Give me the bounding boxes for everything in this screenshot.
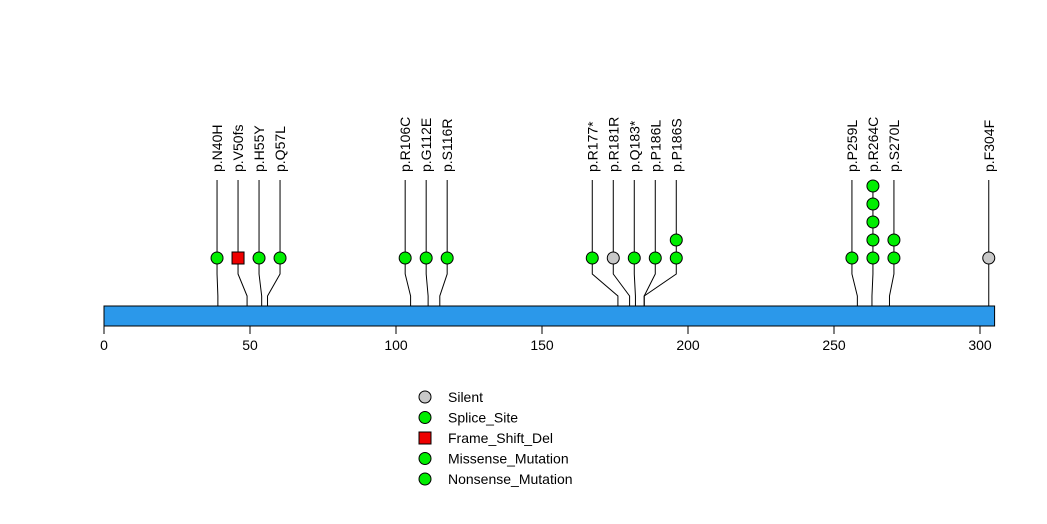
mutation-stem: [643, 180, 677, 326]
mutation-label: p.F304F: [981, 120, 997, 172]
mutation-label: p.V50fs: [230, 125, 246, 172]
x-tick-label: 0: [100, 337, 108, 353]
mutation-label: p.P186L: [647, 120, 663, 172]
mutation-marker[interactable]: [866, 215, 880, 229]
mutation-label: p.Q57L: [272, 126, 288, 172]
mutation-marker[interactable]: [866, 197, 880, 211]
mutation-marker[interactable]: [252, 251, 266, 265]
legend-symbol: [418, 431, 432, 445]
mutation-marker[interactable]: [648, 251, 662, 265]
legend-label: Frame_Shift_Del: [448, 430, 553, 446]
legend-symbol: [418, 452, 432, 465]
legend-label: Missense_Mutation: [448, 451, 569, 467]
x-tick-label: 100: [384, 337, 408, 353]
mutation-labels-layer: p.N40H p.V50fs p.H55Y p.Q57L p.R106C p.G112E p…: [209, 117, 997, 172]
markers-layer: [210, 179, 996, 265]
legend-label: Silent: [448, 389, 483, 405]
legend-label: Splice_Site: [448, 410, 518, 426]
mutation-label: p.R181R: [605, 117, 621, 172]
mutation-marker[interactable]: [440, 251, 454, 265]
legend-label: Nonsense_Mutation: [448, 471, 573, 487]
mutation-marker[interactable]: [866, 179, 880, 193]
mutation-marker[interactable]: [627, 251, 641, 265]
mutation-label: p.H55Y: [251, 125, 267, 172]
mutation-label: p.R106C: [397, 117, 413, 172]
mutation-label: p.P259L: [844, 120, 860, 172]
mutation-label: p.Q183*: [626, 120, 642, 172]
mutation-label: p.P186S: [668, 118, 684, 172]
mutation-label: p.R177*: [584, 121, 600, 172]
legend-symbol: [418, 411, 432, 424]
protein-domain-bar: [103, 305, 996, 327]
mutation-marker[interactable]: [585, 251, 599, 265]
legend-symbol: [418, 390, 432, 404]
x-tick-label: 150: [530, 337, 554, 353]
mutation-label: p.S270L: [886, 120, 902, 172]
mutation-label: p.N40H: [209, 125, 225, 172]
legend-symbol: [418, 472, 432, 486]
mutation-label: p.S116R: [439, 119, 455, 172]
mutation-marker[interactable]: [845, 251, 859, 265]
mutation-marker[interactable]: [419, 251, 433, 265]
mutation-marker[interactable]: [606, 251, 620, 265]
mutation-label: p.R264C: [865, 117, 881, 172]
mutation-marker[interactable]: [210, 251, 224, 265]
mutation-marker[interactable]: [669, 233, 683, 247]
mutation-marker[interactable]: [982, 251, 996, 265]
mutation-marker[interactable]: [866, 251, 880, 265]
x-tick-label: 300: [968, 337, 992, 353]
mutation-marker[interactable]: [669, 251, 683, 265]
mutation-marker[interactable]: [866, 233, 880, 247]
mutation-marker[interactable]: [887, 233, 901, 247]
x-axis: 0 50 100 150 200 250 300: [100, 326, 992, 353]
mutation-marker[interactable]: [398, 251, 412, 265]
mutation-marker[interactable]: [231, 251, 245, 265]
x-tick-label: 50: [242, 337, 258, 353]
x-tick-label: 200: [676, 337, 700, 353]
x-tick-label: 250: [822, 337, 846, 353]
mutation-marker[interactable]: [273, 251, 287, 265]
mutation-marker[interactable]: [887, 251, 901, 265]
legend: SilentSplice_SiteFrame_Shift_DelMissense…: [418, 389, 573, 487]
mutation-label: p.G112E: [418, 118, 434, 172]
